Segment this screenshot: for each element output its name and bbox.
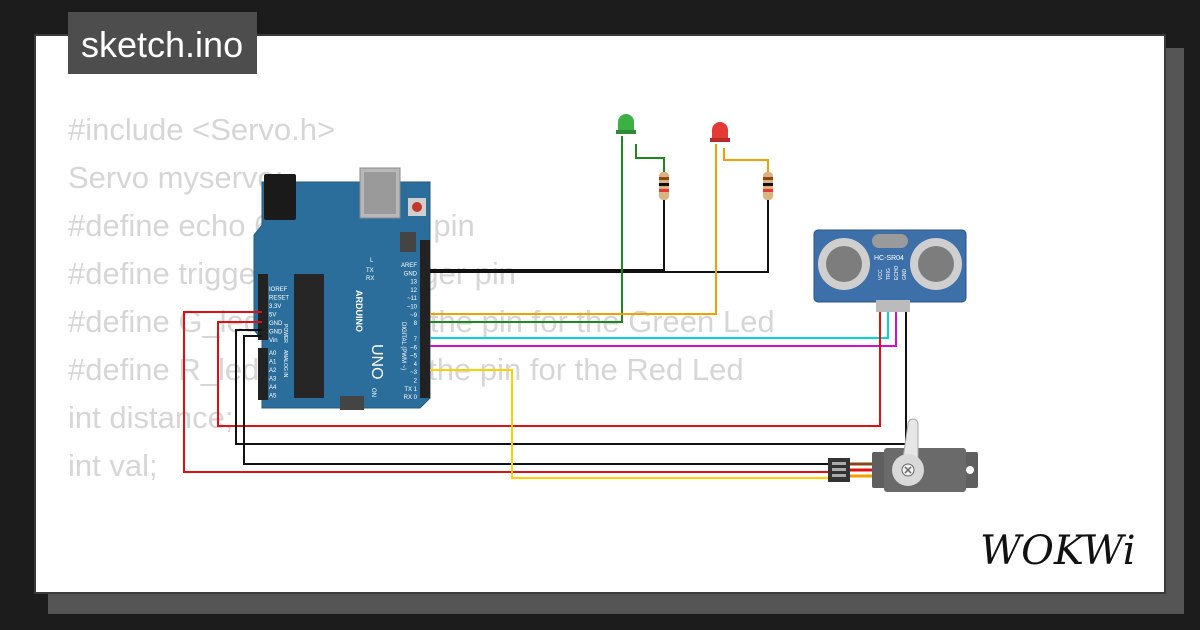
led-label-tx: TX <box>366 268 374 274</box>
red-led[interactable] <box>710 122 730 142</box>
pin-label: GND <box>404 271 418 277</box>
digital-header-label: DIGITAL (PWM ~) <box>400 322 406 370</box>
wokwi-logo-text: WOKWi <box>980 528 1136 574</box>
sensor-pin-label: VCC <box>878 269 884 280</box>
icsp-header <box>400 232 416 252</box>
pin-label: 8 <box>414 321 418 327</box>
on-led-label: ON <box>370 388 376 397</box>
pin-label: TX 1 <box>404 387 417 393</box>
code-line: Servo myservo; <box>68 160 284 195</box>
wire-5v <box>183 311 830 473</box>
wire-5v-sensor <box>217 300 881 427</box>
digital-header <box>420 240 430 398</box>
code-line: int val; <box>68 448 158 483</box>
wire-servo-signal <box>430 369 830 479</box>
sensor-pin-label: GND <box>902 269 908 281</box>
pin-label: A3 <box>269 377 277 383</box>
code-line: #include <Servo.h> <box>68 112 336 147</box>
pin-label: 4 <box>414 362 418 368</box>
sensor-pin-label: ECHO <box>894 265 900 280</box>
wire-echo <box>430 300 897 347</box>
pin-label: ~3 <box>410 370 418 376</box>
wire-pin8-green-led <box>430 136 623 323</box>
code-line: int distance; <box>68 400 234 435</box>
pin-label: GND <box>269 321 283 327</box>
sensor-pin-header <box>876 300 910 312</box>
analog-header-label: ANALOG IN <box>282 350 288 378</box>
pin-label: 2 <box>414 379 418 385</box>
pin-label: ~11 <box>407 296 417 302</box>
resistor-green[interactable] <box>659 172 669 200</box>
arduino-brand-label: ARDUINO <box>354 290 364 332</box>
pin-label: 7 <box>414 337 418 343</box>
pin-label: A5 <box>269 394 277 400</box>
ultrasonic-sensor[interactable]: HC-SR04 VCC TRIG ECHO GND <box>813 229 967 312</box>
pin-label: ~9 <box>410 313 418 319</box>
icsp2-header <box>340 396 364 410</box>
pin-label: ~10 <box>407 305 418 311</box>
pin-label: GND <box>269 330 283 336</box>
green-led[interactable] <box>616 114 636 134</box>
pin-label: 12 <box>410 288 417 294</box>
led-label-rx: RX <box>366 276 374 282</box>
pin-label: 3.3V <box>269 304 281 310</box>
pin-label: AREF <box>401 263 417 269</box>
resistor-red[interactable] <box>763 172 773 200</box>
power-header <box>258 274 268 340</box>
pin-label: 13 <box>410 280 417 286</box>
arduino-uno-board[interactable]: ARDUINO UNO DIGITAL (PWM ~) POWER ANALOG… <box>253 167 431 410</box>
file-tab[interactable]: sketch.ino <box>68 12 258 74</box>
atmega-chip <box>294 274 324 398</box>
analog-header <box>258 348 268 400</box>
wire-gnd-leds-red <box>430 200 769 273</box>
pin-label: A4 <box>269 385 277 391</box>
pin-label: A0 <box>269 351 277 357</box>
wire-gnd-servo <box>235 300 907 445</box>
servo-motor[interactable] <box>828 418 978 492</box>
pin-label: A1 <box>269 360 277 366</box>
pin-label: IOREF <box>269 287 288 293</box>
power-header-label: POWER <box>282 324 288 343</box>
power-jack <box>264 174 296 220</box>
sensor-label: HC-SR04 <box>874 255 904 262</box>
pin-label: RX 0 <box>404 395 418 401</box>
wire-gnd-leds <box>430 200 665 271</box>
wire-trigger <box>430 300 889 339</box>
pin-label: RESET <box>269 296 289 302</box>
pin-label: Vin <box>269 338 278 344</box>
wokwi-logo: WOKWi <box>980 528 1136 574</box>
pin-label: 5V <box>269 313 276 319</box>
pin-label: ~6 <box>410 345 418 351</box>
wires <box>183 136 907 479</box>
code-editor: #include <Servo.h>Servo myservo;#define … <box>68 106 775 490</box>
wire-pin9-red-led <box>430 144 717 315</box>
sensor-pin-label: TRIG <box>886 268 892 280</box>
arduino-model-label: UNO <box>368 344 385 380</box>
wire-gnd-servo2 <box>243 335 830 465</box>
sensor-crystal <box>872 234 908 248</box>
led-label-l: L <box>370 258 374 264</box>
pin-label: A2 <box>269 368 277 374</box>
pin-label: ~5 <box>410 354 418 360</box>
